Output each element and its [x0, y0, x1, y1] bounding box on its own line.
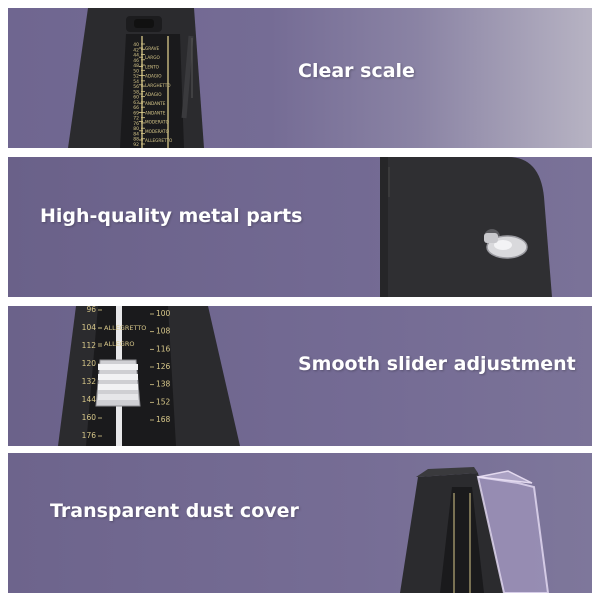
tempo-term-label: LENTO [145, 64, 160, 69]
dust-cover-icon [476, 470, 550, 593]
scale-tick-label: 120 [82, 359, 97, 368]
scale-tick-label: 66 [133, 105, 139, 111]
scale-tick-label: 40 [133, 42, 139, 48]
panel-metal-parts: High-quality metal parts [8, 157, 592, 297]
tempo-term-label: LARGO [145, 55, 160, 60]
metronome-cover-illustration [400, 467, 550, 593]
scale-tick-label: 160 [82, 413, 97, 422]
scale-tick-label: 126 [156, 362, 171, 371]
winding-key-icon [484, 229, 528, 259]
caption-clear-scale: Clear scale [298, 60, 415, 82]
metronome-side-illustration [380, 157, 552, 297]
tempo-term-label: ADAGIO [145, 74, 162, 79]
scale-tick-label: 100 [156, 309, 171, 318]
tempo-term-label: ALLEGRO [104, 340, 134, 348]
tempo-term-label: MODERATO [145, 120, 170, 125]
tempo-term-label: ADAGIO [145, 92, 162, 97]
scale-tick-label: 50 [133, 68, 139, 74]
scale-tick-label: 112 [82, 341, 97, 350]
slider-weight-icon [95, 359, 141, 407]
tempo-term-label: GRAVE [145, 46, 159, 51]
tempo-term-label: MODERATO [145, 129, 170, 134]
scale-tick-label: 152 [156, 397, 171, 406]
scale-tick-label: 42 [133, 47, 139, 53]
caption-slider: Smooth slider adjustment [298, 353, 576, 375]
scale-tick-label: 69 [133, 110, 139, 116]
scale-tick-label: 58 [133, 89, 139, 95]
caption-metal-parts: High-quality metal parts [40, 205, 303, 227]
scale-tick-label: 104 [82, 323, 97, 332]
panel-slider: 96 104 112 120 132 144 160 176 100 108 116 126 138 1… [8, 306, 592, 446]
metronome-top-illustration: 4042444648505254565860636669727680848892… [68, 8, 204, 148]
scale-tick-label: 138 [156, 380, 171, 389]
scale-tick-label: 63 [133, 100, 139, 106]
scale-tick-label: 108 [156, 327, 171, 336]
panel-dust-cover: Transparent dust cover [8, 453, 592, 593]
scale-tick-label: 88 [133, 137, 139, 143]
scale-tick-label: 46 [133, 58, 139, 64]
tempo-term-label: ALLEGRETTO [145, 138, 173, 143]
scale-tick-label: 48 [133, 63, 139, 69]
tempo-term-label: ANDANTE [145, 101, 166, 106]
tempo-term-label: ANDANTE [145, 110, 166, 115]
scale-tick-label: 96 [86, 306, 96, 314]
scale-tick-label: 80 [133, 126, 139, 132]
scale-tick-label: 84 [133, 131, 139, 137]
tempo-term-label: LARGHETTO [145, 83, 171, 88]
scale-tick-label: 168 [156, 415, 171, 424]
scale-tick-label: 76 [133, 121, 139, 127]
tempo-term-label: ALLEGRETTO [104, 324, 146, 332]
scale-tick-label: 144 [82, 395, 97, 404]
scale-tick-label: 54 [133, 79, 139, 85]
scale-tick-label: 52 [133, 74, 139, 80]
scale-tick-label: 56 [133, 84, 139, 90]
scale-tick-label: 44 [133, 53, 139, 59]
scale-tick-label: 132 [82, 377, 97, 386]
metronome-slider-illustration: 96 104 112 120 132 144 160 176 100 108 116 126 138 1… [58, 306, 240, 446]
scale-tick-label: 72 [133, 116, 139, 122]
scale-tick-label: 116 [156, 344, 171, 353]
scale-tick-label: 60 [133, 95, 139, 101]
scale-tick-label: 176 [82, 431, 97, 440]
caption-dust-cover: Transparent dust cover [50, 500, 299, 522]
scale-tick-label: 92 [133, 142, 139, 148]
